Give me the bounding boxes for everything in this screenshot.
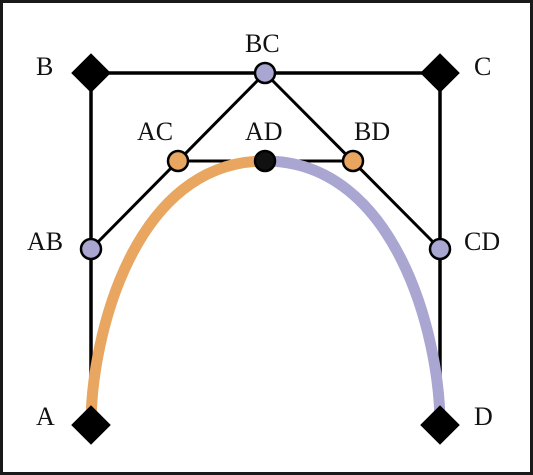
label-ad: AD: [245, 117, 283, 146]
label-a: A: [36, 402, 55, 431]
point-cd-circle: [428, 237, 452, 261]
point-bc-circle: [253, 61, 277, 85]
point-a-diamond: [71, 405, 111, 445]
point-ad-circle: [253, 149, 277, 173]
point-b-diamond: [71, 53, 111, 93]
point-d-diamond: [420, 405, 460, 445]
label-cd: CD: [464, 227, 500, 256]
label-b: B: [36, 52, 53, 81]
curve-right-half: [264, 155, 446, 426]
curve-left-half: [85, 155, 266, 426]
label-c: C: [474, 52, 491, 81]
point-ac-circle: [166, 149, 190, 173]
point-c-diamond: [420, 53, 460, 93]
label-ab: AB: [27, 227, 63, 256]
label-bd: BD: [354, 117, 390, 146]
label-ac: AC: [137, 117, 173, 146]
label-bc: BC: [245, 29, 280, 58]
point-bd-circle: [341, 149, 365, 173]
label-d: D: [474, 402, 493, 431]
point-ab-circle: [79, 237, 103, 261]
